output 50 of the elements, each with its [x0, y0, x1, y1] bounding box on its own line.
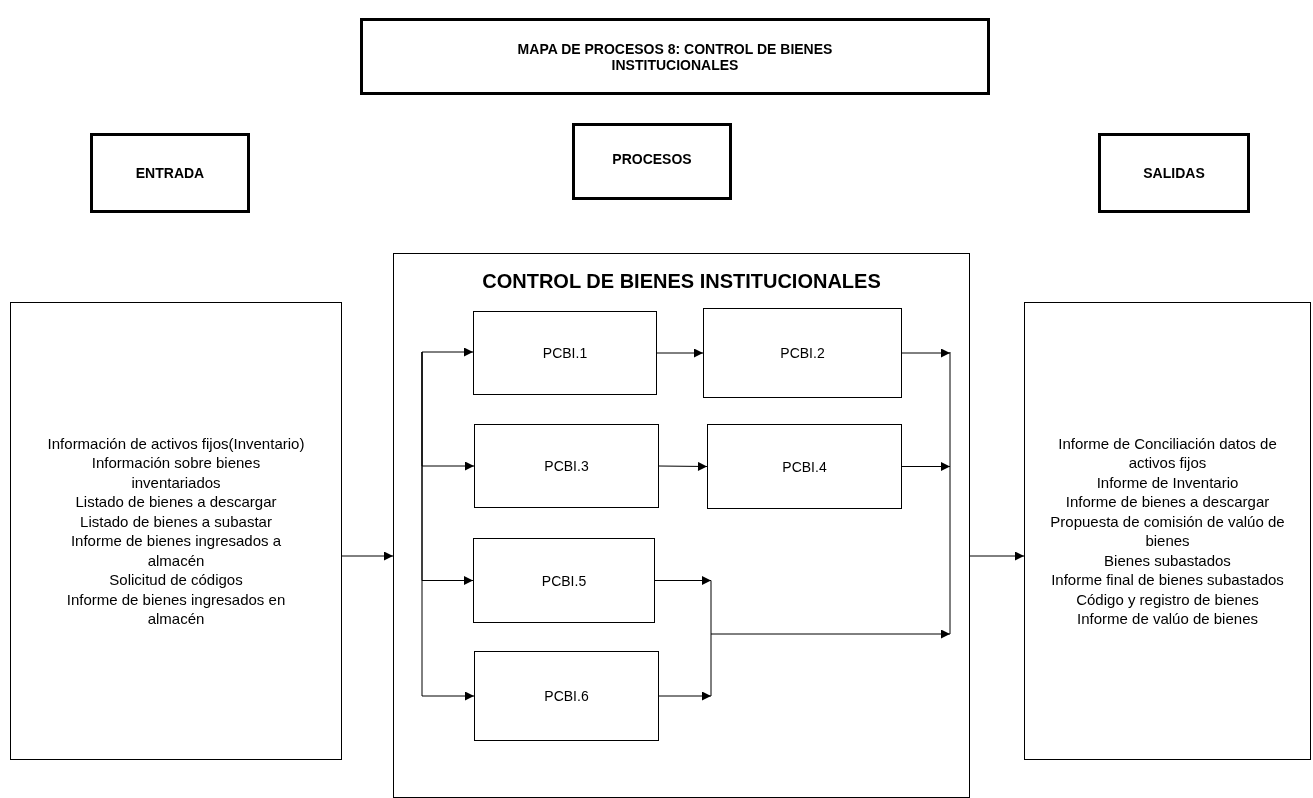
arrow [969, 551, 1025, 561]
document-name: Listado de bienes a subastar [79, 511, 273, 531]
process-group-title: CONTROL DE BIENES INSTITUCIONALES [482, 270, 881, 293]
process-code: PCBI.1 [542, 345, 588, 361]
column-header: SALIDAS [1143, 165, 1205, 181]
document-name: Informe de Inventario [1095, 472, 1240, 492]
column-header: PROCESOS [612, 151, 692, 167]
process-code: PCBI.3 [544, 458, 589, 474]
process-box [473, 538, 655, 623]
process-code: PCBI.4 [782, 458, 827, 475]
arrow [658, 691, 712, 701]
process-box [474, 651, 659, 741]
document-list-box [10, 302, 342, 760]
document-name: Información sobre bienes inventariados [90, 453, 262, 492]
document-name: Listado de bienes a descargar [74, 492, 278, 512]
document-name: Informe de bienes ingresados a almacén [69, 531, 283, 570]
title-text: MAPA DE PROCESOS 8: CONTROL DE BIENES INSTITUCIONALES [516, 40, 834, 73]
arrow [654, 576, 712, 585]
process-code: PCBI.2 [780, 345, 825, 361]
process-group-box [393, 253, 970, 798]
document-name: Solicitud de códigos [108, 570, 244, 590]
document-list-box [1024, 302, 1311, 760]
arrow [658, 461, 708, 471]
process-box [474, 424, 659, 508]
arrow [656, 348, 704, 358]
arrow [901, 348, 951, 358]
document-name: Información de activos fijos(Inventario) [46, 433, 306, 453]
title-box [360, 18, 990, 95]
process-code: PCBI.6 [544, 688, 589, 704]
arrow [710, 580, 951, 639]
document-name: Informe de Conciliación datos de activos fijos [1057, 433, 1278, 473]
column-header: ENTRADA [135, 165, 205, 181]
column-header-box [90, 133, 250, 213]
document-name: Propuesta de comisión de valúo de bienes [1049, 511, 1286, 551]
column-header-box [572, 123, 732, 200]
process-box [707, 424, 902, 509]
process-box [473, 311, 657, 395]
arrow [421, 351, 475, 701]
document-name: Bienes subastados [1103, 550, 1232, 570]
document-name: Informe final de bienes subastados [1050, 570, 1285, 590]
column-header-box [1098, 133, 1250, 213]
document-name: Informe de bienes a descargar [1064, 492, 1271, 512]
arrow [421, 347, 474, 357]
document-name: Código y registro de bienes [1075, 589, 1260, 609]
process-code: PCBI.5 [541, 572, 587, 589]
document-name: Informe de valúo de bienes [1076, 609, 1259, 629]
arrow [901, 462, 951, 471]
arrow [341, 551, 394, 561]
document-name: Informe de bienes ingresados en almacén [65, 589, 287, 629]
process-box [703, 308, 902, 398]
